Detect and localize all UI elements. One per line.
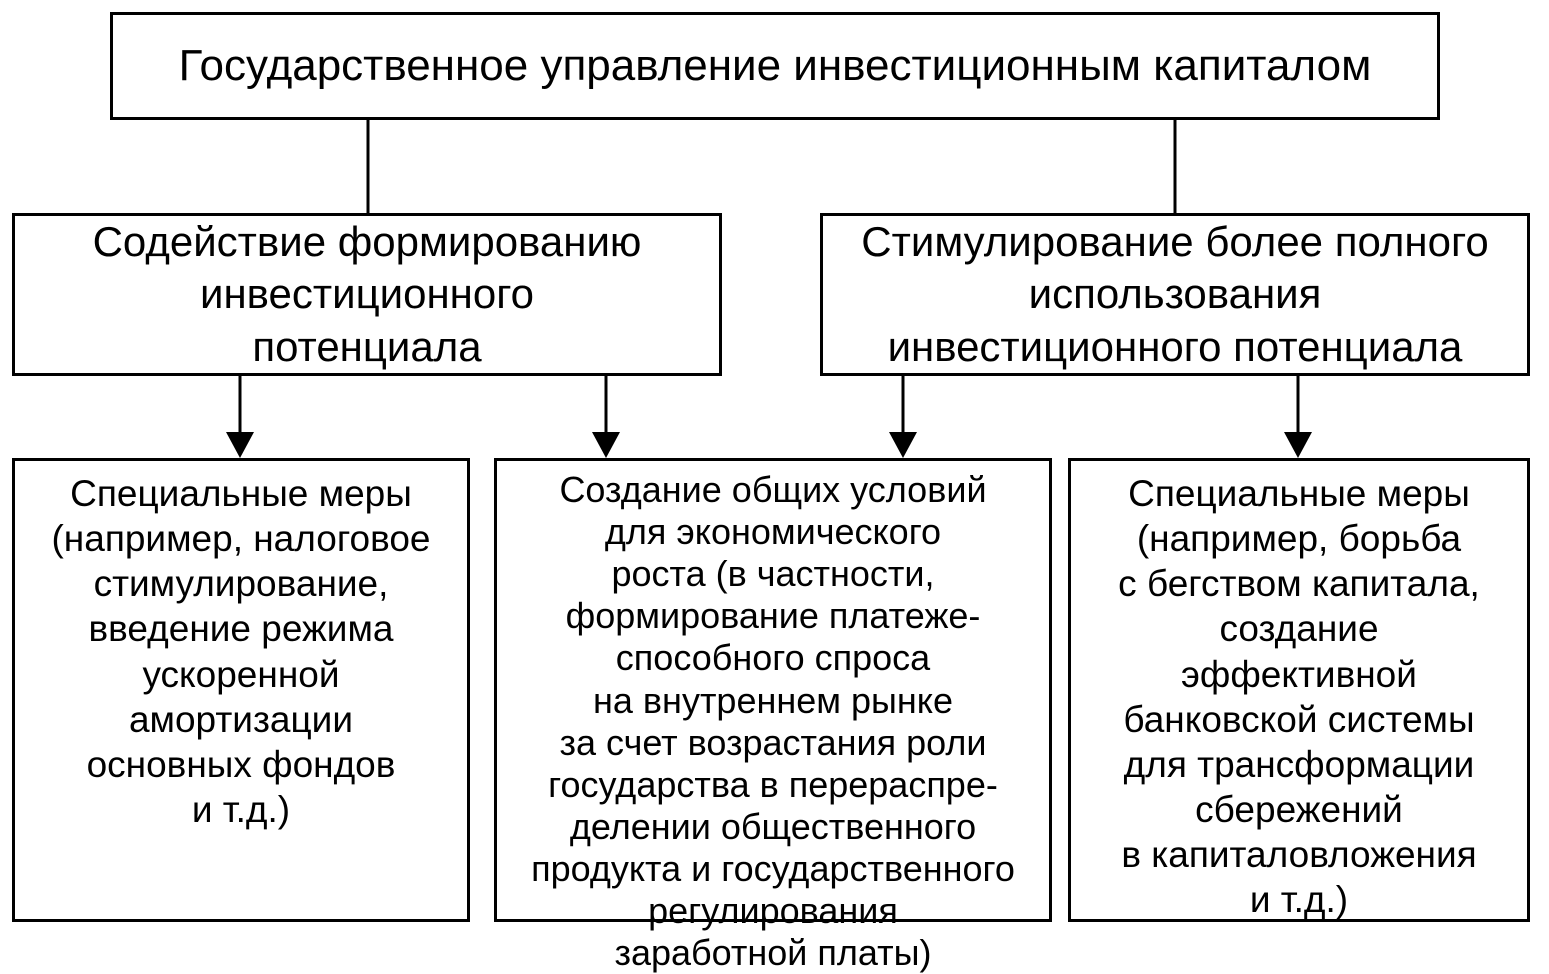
measure-node-special-banking: Специальные меры (например, борьба с бег… [1068, 458, 1530, 922]
measure-node-general-conditions: Создание общих условий для экономическог… [494, 458, 1052, 973]
root-node: Государственное управление инвестиционны… [110, 12, 1440, 120]
arrowhead-icon [226, 432, 254, 458]
measure-node-special-tax-label: Специальные меры (например, налоговое ст… [51, 473, 431, 830]
measure-node-special-tax: Специальные меры (например, налоговое ст… [12, 458, 470, 922]
arrowhead-icon [889, 432, 917, 458]
branch-node-formation: Содействие формированию инвестиционного … [12, 213, 722, 376]
branch-node-utilization-label: Стимулирование более полного использован… [861, 217, 1489, 370]
measure-node-general-conditions-label: Создание общих условий для экономическог… [531, 469, 1015, 974]
arrowhead-icon [1284, 432, 1312, 458]
measure-node-special-banking-label: Специальные меры (например, борьба с бег… [1118, 473, 1480, 921]
arrowhead-icon [592, 432, 620, 458]
branch-node-formation-label: Содействие формированию инвестиционного … [92, 217, 642, 370]
root-node-label: Государственное управление инвестиционны… [178, 40, 1372, 90]
branch-node-utilization: Стимулирование более полного использован… [820, 213, 1530, 376]
investment-capital-diagram: Государственное управление инвестиционны… [12, 12, 1530, 973]
